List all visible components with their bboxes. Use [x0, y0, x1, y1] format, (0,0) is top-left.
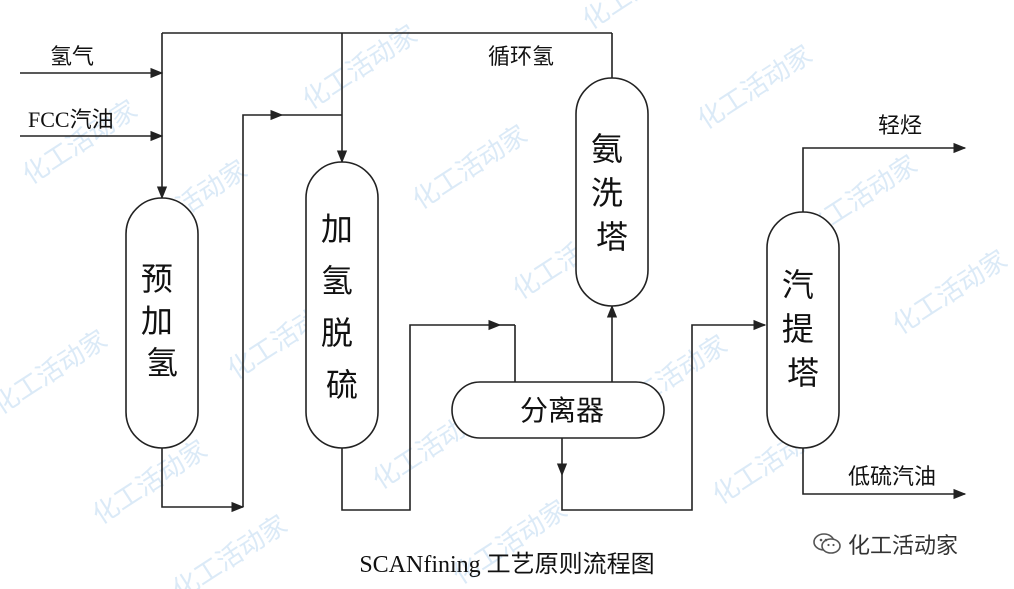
- prehydrogenation-label-char-2: 加: [141, 302, 173, 340]
- watermark: 化工活动家: [87, 435, 212, 531]
- watermark: 化工活动家: [692, 40, 817, 136]
- hds-label-char-3: 脱: [321, 314, 353, 352]
- prehydrogenation-label-char-1: 预: [141, 260, 173, 298]
- brand-badge: 化工活动家: [812, 528, 958, 560]
- separator-label: 分离器: [520, 394, 604, 427]
- prehydro-outlet-line: [161, 448, 245, 513]
- light-hydrocarbon-line: [802, 142, 967, 212]
- stripper-feed-line: [561, 319, 767, 511]
- watermark: 化工活动家: [407, 120, 532, 216]
- amine-scrubber: [575, 77, 649, 307]
- watermark: 化工活动家: [0, 325, 113, 421]
- watermark: 化工活动家: [577, 0, 702, 36]
- prehydrogenation-label-char-3: 氢: [146, 344, 178, 382]
- low-sulfur-gasoline-label: 低硫汽油: [848, 465, 936, 490]
- brand-name: 化工活动家: [848, 534, 959, 559]
- watermark: 化工活动家: [297, 20, 422, 116]
- amine-scrubber-label: 氨 洗 塔: [591, 130, 633, 256]
- stripper-label-char-3: 塔: [787, 354, 819, 392]
- prehydro-riser-line: [242, 109, 284, 507]
- amine-scrubber-label-char-3: 塔: [596, 218, 628, 256]
- watermark: 化工活动家: [167, 510, 292, 589]
- amine-scrubber-label-char-2: 洗: [591, 174, 623, 212]
- stripper-column: [766, 211, 840, 449]
- low-sulfur-gasoline-line: [802, 448, 967, 500]
- fcc-gasoline-label: FCC汽油: [28, 107, 114, 132]
- hydrogen-label: 氢气: [50, 45, 94, 70]
- hds-label-char-2: 氢: [321, 262, 353, 300]
- hds-label: 加 氢 脱 硫: [321, 210, 363, 404]
- amine-scrubber-label-char-1: 氨: [591, 130, 623, 168]
- stripper-label-char-1: 汽: [782, 266, 814, 304]
- hds-label-char-4: 硫: [326, 366, 358, 404]
- diagram-caption: SCANfining 工艺原则流程图: [359, 551, 654, 578]
- prehydrogenation-label: 预 加 氢: [141, 260, 183, 382]
- stripper-label: 汽 提 塔: [782, 266, 824, 392]
- wechat-icon: [813, 533, 841, 554]
- hds-reactor: [305, 161, 379, 449]
- watermark: 化工活动家: [887, 245, 1012, 341]
- hds-outlet-line: [341, 319, 502, 511]
- hds-label-char-1: 加: [321, 210, 353, 248]
- recycle-hydrogen-label: 循环氢: [488, 45, 554, 70]
- light-hydrocarbon-label: 轻烃: [878, 114, 922, 139]
- separator-drum: [451, 381, 665, 439]
- prehydrogenation-reactor: [125, 197, 199, 449]
- stripper-label-char-2: 提: [782, 310, 814, 348]
- piping: [20, 32, 967, 513]
